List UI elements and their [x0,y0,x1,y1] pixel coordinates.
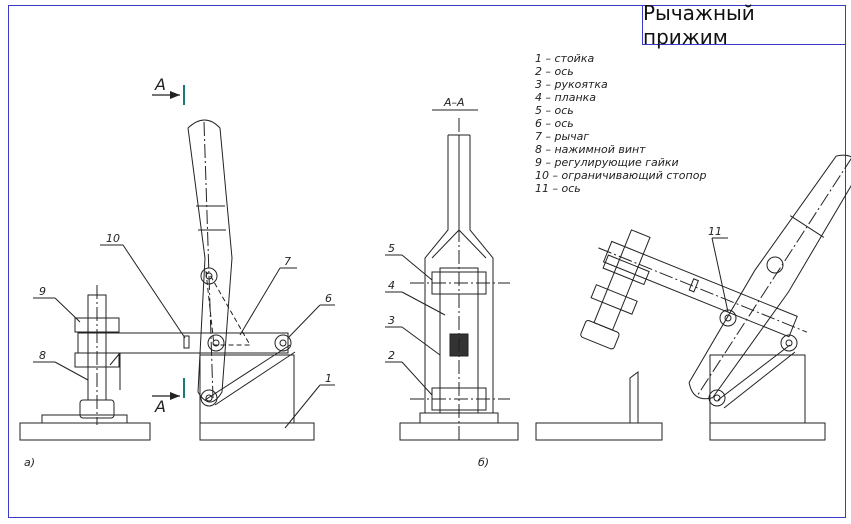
callout-6: 6 [325,292,332,305]
callouts-view-a: 10 7 9 6 8 1 [33,232,335,429]
callout-1: 1 [325,372,332,385]
callout-4: 4 [388,279,395,292]
axis-bottom-pin [200,389,218,407]
drawing-frame [8,5,846,518]
view-label-a: а) [24,456,35,469]
drawing-title: Рычажный прижим [643,1,755,49]
legend-item-7: 7 – рычаг [535,130,589,143]
stand-base [199,422,315,441]
view-a: А А 10 7 9 6 8 1 а) [19,75,335,469]
lever-arm [77,332,289,354]
view-label-b: б) [478,456,489,469]
legend-item-4: 4 – планка [535,91,596,104]
view-b: 11 [535,154,851,441]
axis-2-pin [207,334,225,352]
callouts-section: 5 4 3 2 [385,242,446,396]
legend-item-5: 5 – ось [535,104,574,117]
right-stand [709,354,806,424]
legend-item-11: 11 – ось [535,182,581,195]
section-cut-bottom: А [152,378,185,416]
legend-item-2: 2 – ось [535,65,574,78]
callout-10: 10 [106,232,120,245]
callout-2: 2 [388,349,395,362]
right-handle [688,154,851,400]
callout-8: 8 [39,349,46,362]
handle [187,119,233,403]
callout-9: 9 [39,285,46,298]
section-arrow-label-top: А [154,75,166,94]
section-arrow-label-bottom: А [154,397,166,416]
view-section-aa: А–А 5 4 3 2 б) [385,96,519,469]
legend-item-8: 8 – нажимной винт [535,143,646,156]
stand [199,354,295,424]
callouts-view-b: 11 [708,225,729,313]
legend-item-9: 9 – регулирующие гайки [535,156,679,169]
legend-item-3: 3 – рукоятка [535,78,608,91]
callout-5: 5 [388,242,395,255]
section-title: А–А [443,96,465,109]
axis-5-pin [200,267,218,285]
base-plate [19,422,151,441]
right-stand-base [709,422,826,441]
parts-legend: 1 – стойка 2 – ось 3 – рукоятка 4 – план… [535,52,706,195]
limit-stopper [183,335,190,349]
right-pressure-screw [593,229,651,331]
legend-item-10: 10 – ограничивающий стопор [535,169,706,182]
title-block: Рычажный прижим [642,1,846,49]
callout-7: 7 [284,255,291,268]
section-cut-top: А [152,75,185,105]
callout-11: 11 [708,225,722,238]
legend-item-6: 6 – ось [535,117,574,130]
axis-6-pin [274,334,292,352]
legend-item-1: 1 – стойка [535,52,594,65]
right-base-plate [535,422,663,441]
callout-3: 3 [388,314,395,327]
